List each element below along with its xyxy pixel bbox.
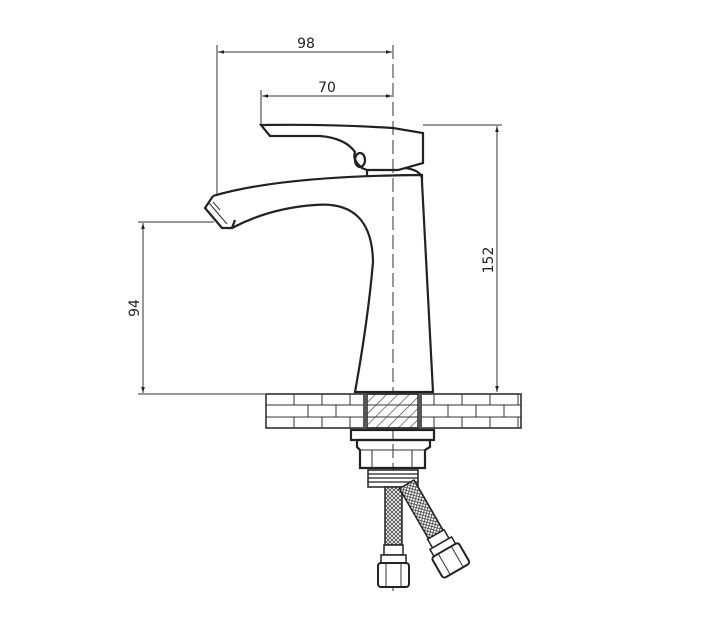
- dimension-label-94: 94: [127, 299, 143, 317]
- faucet-handle: [258, 123, 425, 172]
- dimension-spout-reach: 98: [216, 36, 392, 195]
- dimension-label-70: 70: [318, 80, 336, 96]
- supply-hose-right: [398, 478, 471, 579]
- dimension-spout-height: 94: [127, 221, 265, 395]
- faucet-body: [212, 173, 435, 394]
- handle-pivot: [353, 151, 367, 169]
- dimension-total-height: 152: [423, 124, 502, 392]
- mounting-nut: [349, 428, 436, 470]
- dimension-label-98: 98: [297, 36, 315, 52]
- spout-aerator: [203, 195, 237, 230]
- dimension-label-152: 152: [481, 247, 497, 274]
- countertop-section: [265, 393, 522, 429]
- dimension-handle-reach: 70: [260, 80, 392, 126]
- supply-hose-left: [377, 486, 410, 588]
